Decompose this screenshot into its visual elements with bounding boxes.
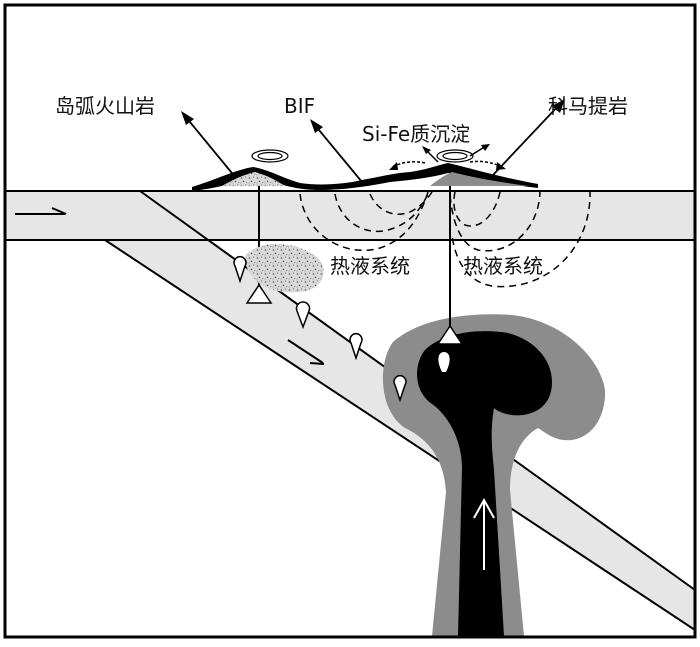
si-fe-deposition-label: Si-Fe质沉淀 <box>362 122 470 146</box>
outer-frame <box>3 3 697 639</box>
hydrothermal-circulation <box>299 189 591 288</box>
mantle-plume-core <box>417 331 552 636</box>
droplet-marker <box>438 352 450 372</box>
bif-label: BIF <box>284 94 315 118</box>
upwelling-arrow-head <box>473 497 495 519</box>
hydrothermal-system-label-left: 热液系统 <box>330 254 410 278</box>
komatiite-label: 科马提岩 <box>548 94 628 118</box>
droplet-markers <box>233 256 407 403</box>
arc-volcanic-fill <box>222 172 285 186</box>
triangle-marker <box>245 283 273 304</box>
hydrothermal-system-label-right: 热液系统 <box>463 254 543 278</box>
vortex-symbol <box>436 149 474 163</box>
label-pointer-arrows <box>184 103 561 183</box>
subducting-slab <box>5 191 695 630</box>
vortex-symbol <box>251 149 289 163</box>
surface-volcanic-ridge <box>192 163 538 191</box>
slab-bottom-edge <box>104 239 696 631</box>
komatiite-volcanic-fill <box>430 172 528 186</box>
triangle-marker <box>436 324 464 345</box>
subduction-arrow <box>287 339 325 365</box>
island-arc-volcanics-label: 岛弧火山岩 <box>55 94 155 118</box>
arc-magma-zone <box>245 243 324 293</box>
label-pointer-arrow-heads <box>181 99 565 133</box>
plate-motion-arrow <box>15 207 67 215</box>
